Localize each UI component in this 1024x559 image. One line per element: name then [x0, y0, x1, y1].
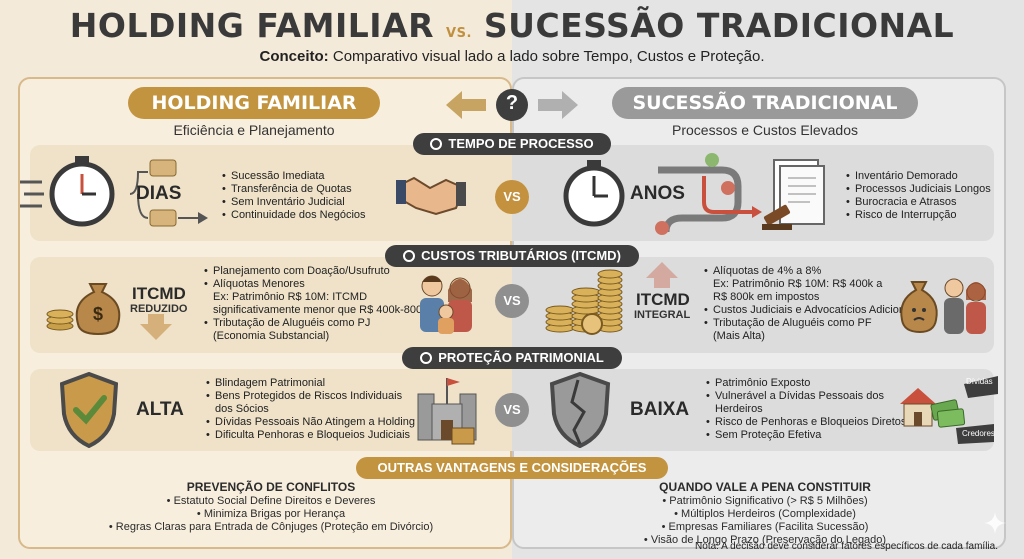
list-item: Alíquotas Menores	[204, 278, 428, 291]
list-item: Dificulta Penhoras e Bloqueios Judiciais	[206, 429, 415, 442]
house-money-icon	[900, 376, 998, 444]
list-item: R$ 800k em impostos	[713, 291, 820, 303]
list-item: Continuidade dos Negócios	[222, 209, 366, 222]
question-mark: ?	[505, 92, 519, 114]
time-right-value: ANOS	[630, 183, 685, 204]
right-subtitle: Processos e Custos Elevados	[672, 122, 858, 138]
cost-left-sub: REDUZIDO	[130, 303, 188, 315]
list-item: • Múltiplos Herdeiros (Complexidade)	[674, 508, 856, 520]
list-item: dos Sócios	[215, 403, 269, 415]
stopwatch-left-icon	[20, 156, 208, 227]
list-item: Tributação de Aluguéis como PJ	[204, 317, 428, 330]
list-item: • Regras Claras para Entrada de Cônjuges…	[108, 521, 434, 533]
coin-stacks-icon	[545, 269, 623, 335]
list-item: Sem Inventário Judicial	[222, 196, 366, 209]
arrow-down-icon	[140, 314, 172, 340]
time-left-list: Sucessão Imediata Transferência de Quota…	[222, 170, 366, 222]
right-header: SUCESSÃO TRADICIONAL	[612, 87, 918, 119]
section-protection: PROTEÇÃO PATRIMONIAL	[402, 347, 622, 369]
list-item: Patrimônio Exposto	[706, 377, 906, 390]
left-header: HOLDING FAMILIAR	[128, 87, 380, 119]
list-item: Blindagem Patrimonial	[206, 377, 415, 390]
creditors-tag: Credores	[962, 429, 995, 438]
list-item: Custos Judiciais e Advocatícios Adiciona…	[704, 304, 919, 317]
cost-right-value: ITCMD	[636, 290, 690, 309]
compare-arrows-icon	[446, 89, 578, 121]
page-title: HOLDING FAMILIAR VS. SUCESSÃO TRADICIONA…	[69, 6, 955, 45]
list-item: Herdeiros	[715, 403, 763, 415]
footnote: Nota: A decisão deve considerar fatores …	[695, 541, 998, 552]
vs-badge-protection: VS	[495, 393, 529, 427]
list-item: Risco de Penhoras e Bloqueios Diretos	[706, 416, 906, 429]
list-item: • Minimiza Brigas por Herança	[196, 508, 346, 520]
time-right-list: Inventário Demorado Processos Judiciais …	[846, 170, 991, 222]
cost-left-list: Planejamento com Doação/Usufruto Alíquot…	[204, 265, 428, 343]
right-footer: QUANDO VALE A PENA CONSTITUIR • Patrimôn…	[612, 481, 918, 547]
debts-tag: Dívidas	[966, 377, 993, 386]
vs-badge-time: VS	[495, 180, 529, 214]
sparkle-icon	[984, 512, 1006, 534]
shield-small-icon	[420, 352, 433, 364]
coins-icon	[403, 250, 416, 262]
section-others: OUTRAS VANTAGENS E CONSIDERAÇÕES	[356, 457, 668, 479]
list-item: Risco de Interrupção	[846, 209, 991, 222]
list-item: Dívidas Pessoais Não Atingem a Holding	[206, 416, 415, 429]
list-item: Planejamento com Doação/Usufruto	[204, 265, 428, 278]
broken-shield-icon	[549, 372, 611, 448]
list-item: Bens Protegidos de Riscos Individuais	[206, 390, 415, 403]
clock-icon	[430, 138, 443, 150]
list-item: Inventário Demorado	[846, 170, 991, 183]
cost-left-value: ITCMD	[132, 284, 186, 303]
left-footer-heading: PREVENÇÃO DE CONFLITOS	[186, 480, 356, 494]
list-item: Processos Judiciais Longos	[846, 183, 991, 196]
happy-family-icon	[420, 275, 472, 334]
protection-left-value: ALTA	[136, 399, 184, 420]
cost-right-sub: INTEGRAL	[634, 309, 691, 321]
protection-right-list: Patrimônio Exposto Vulnerável a Dívidas …	[706, 377, 906, 442]
list-item: Ex: Patrimônio R$ 10M: ITCMD	[213, 291, 368, 303]
svg-text:$: $	[93, 304, 103, 324]
stopwatch-right-icon	[563, 153, 762, 235]
list-item: Ex: Patrimônio R$ 10M: R$ 400k a	[713, 278, 883, 290]
handshake-icon	[396, 176, 466, 216]
list-item: • Empresas Familiares (Facilita Sucessão…	[661, 521, 869, 533]
list-item: Vulnerável a Dívidas Pessoais dos	[706, 390, 906, 403]
list-item: • Patrimônio Significativo (> R$ 5 Milhõ…	[662, 495, 868, 507]
vs-badge-cost: VS	[495, 284, 529, 318]
left-footer: PREVENÇÃO DE CONFLITOS • Estatuto Social…	[30, 481, 512, 534]
list-item: Transferência de Quotas	[222, 183, 366, 196]
documents-gavel-icon	[762, 159, 825, 230]
list-item: significativamente menor que R$ 400k-800…	[213, 304, 428, 316]
list-item: (Economia Substancial)	[213, 330, 330, 342]
worried-family-icon	[900, 278, 986, 334]
protection-left-list: Blindagem Patrimonial Bens Protegidos de…	[206, 377, 415, 442]
list-item: Sucessão Imediata	[222, 170, 366, 183]
right-footer-heading: QUANDO VALE A PENA CONSTITUIR	[659, 480, 871, 494]
concept-line: Conceito: Comparativo visual lado a lado…	[259, 48, 765, 65]
protection-right-value: BAIXA	[630, 399, 690, 420]
left-subtitle: Eficiência e Planejamento	[173, 122, 335, 138]
time-left-value: DIAS	[136, 183, 182, 204]
arrow-up-icon	[646, 262, 678, 288]
list-item: (Mais Alta)	[713, 330, 765, 342]
castle-icon	[417, 378, 477, 445]
list-item: Burocracia e Atrasos	[846, 196, 991, 209]
list-item: Tributação de Aluguéis como PF	[704, 317, 919, 330]
shield-check-icon	[60, 372, 118, 448]
list-item: • Visão de Longo Prazo (Preservação do L…	[643, 534, 887, 546]
money-bag-left-icon: $	[46, 283, 121, 336]
list-item: Alíquotas de 4% a 8%	[704, 265, 919, 278]
cost-right-list: Alíquotas de 4% a 8% Ex: Patrimônio R$ 1…	[704, 265, 919, 343]
list-item: Sem Proteção Efetiva	[706, 429, 906, 442]
list-item: • Estatuto Social Define Direitos e Deve…	[166, 495, 376, 507]
section-time: TEMPO DE PROCESSO	[413, 133, 611, 155]
section-cost: CUSTOS TRIBUTÁRIOS (ITCMD)	[385, 245, 639, 267]
